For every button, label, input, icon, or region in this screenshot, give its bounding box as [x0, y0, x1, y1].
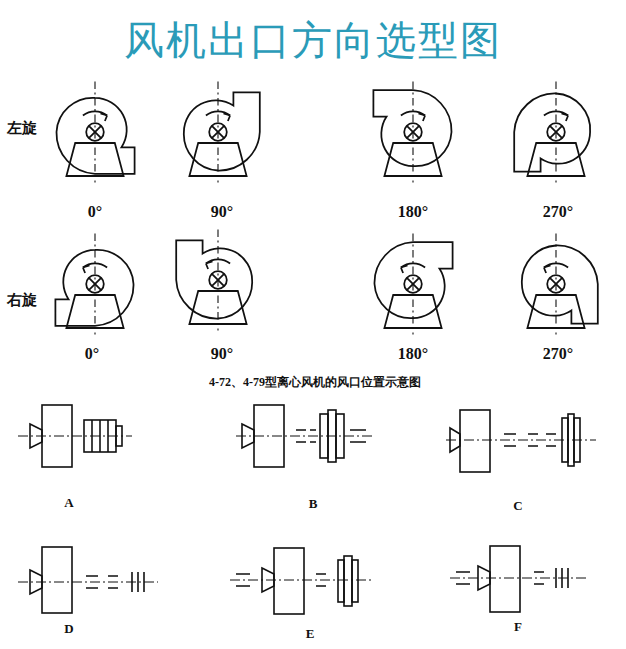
page-title: 风机出口方向选型图 — [124, 18, 502, 62]
fan-right-180 — [374, 233, 452, 334]
figure-caption: 4-72、4-79型离心风机的风口位置示意图 — [209, 376, 421, 389]
fan-right-0 — [55, 233, 133, 334]
fan-left-90 — [184, 81, 260, 182]
drive-f — [450, 546, 588, 612]
fan-right-270 — [522, 233, 598, 334]
angle-label: 180° — [398, 345, 428, 363]
fan-left-0 — [56, 81, 134, 182]
drive-b — [236, 405, 372, 467]
fan-right-90 — [176, 229, 252, 330]
drive-letter: F — [514, 620, 522, 634]
angle-label: 90° — [211, 203, 233, 221]
angle-label: 0° — [85, 345, 99, 363]
drive-a — [18, 405, 132, 467]
rotation-label: 右旋 — [7, 292, 37, 309]
angle-label: 0° — [88, 203, 102, 221]
angle-label: 90° — [211, 345, 233, 363]
drive-c — [446, 410, 596, 472]
drive-letter: E — [306, 627, 315, 641]
angle-label: 270° — [543, 345, 573, 363]
fan-left-270 — [514, 81, 590, 182]
angle-label: 180° — [398, 203, 428, 221]
drive-letter: B — [309, 497, 318, 511]
drive-letter: A — [64, 496, 73, 510]
drive-d — [18, 547, 158, 613]
drive-letter: C — [513, 499, 522, 513]
drive-letter: D — [64, 622, 73, 636]
drive-e — [230, 548, 372, 614]
fan-left-180 — [373, 81, 451, 182]
angle-label: 270° — [543, 203, 573, 221]
rotation-label: 左旋 — [7, 120, 37, 137]
